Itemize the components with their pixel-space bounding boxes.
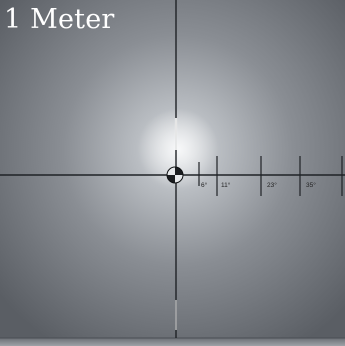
- scale-label-6: 6°: [201, 181, 208, 189]
- floor-strip: [0, 338, 345, 346]
- center-target: [166, 166, 184, 184]
- target-ring: [166, 166, 184, 184]
- scale-label-11: 11°: [221, 181, 231, 189]
- scale-label-35: 35°: [306, 181, 316, 189]
- angle-scale: 6° 11° 23° 35°: [198, 156, 343, 196]
- scale-label-23: 23°: [267, 181, 277, 189]
- target-quadrant-light: [175, 175, 183, 183]
- target-quadrant-light: [167, 167, 175, 175]
- distance-caption: 1 Meter: [4, 4, 115, 35]
